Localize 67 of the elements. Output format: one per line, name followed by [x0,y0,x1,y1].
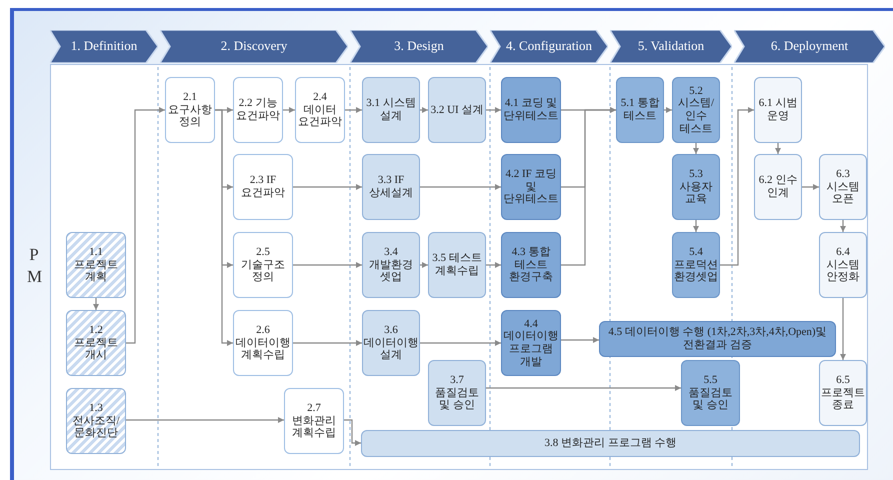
process-box: 6.4 시스템 안정화 [819,232,867,298]
arrow [420,262,428,268]
arrow [345,107,362,113]
phase-banner: 6. Deployment [734,30,885,63]
arrow [486,107,501,113]
process-box: 2.5 기술구조 정의 [233,232,293,298]
process-box: 3.8 변화관리 프로그램 수행 [361,430,860,457]
arrow [126,107,165,344]
process-box: 6.1 시범 운영 [754,77,802,143]
process-box: 3.1 시스템 설계 [362,77,420,143]
arrow [293,184,362,190]
process-box: 3.3 IF 상세설계 [362,154,420,220]
process-box: 6.5 프로젝트 종료 [819,360,867,426]
arrow [664,107,672,113]
process-box: 5.2 시스템/ 인수 테스트 [672,77,720,143]
process-box: 2.6 데이터이행 계획수립 [233,310,293,376]
arrow [344,419,361,446]
process-box: 3.5 테스트 계획수립 [428,232,486,298]
process-box: 1.1 프로젝트 계획 [66,232,126,298]
arrow [283,107,295,113]
process-box: 3.7 품질검토 및 승인 [428,360,486,426]
process-box: 5.4 프로덕션 환경셋업 [672,232,720,298]
process-box: 2.7 변화관리 계획수립 [284,388,344,454]
process-box: 5.1 통합 테스트 [616,77,664,143]
arrow [693,143,699,154]
arrow [293,262,362,268]
role-label: PM [27,244,41,288]
phase-banner: 4. Configuration [490,30,608,63]
arrow [126,417,284,423]
process-box: 1.2 프로젝트 개시 [66,310,126,376]
phase-banner: 1. Definition [50,30,158,63]
process-box: 3.2 UI 설계 [428,77,486,143]
arrow [486,385,681,391]
arrow [93,298,99,310]
arrow [561,337,599,343]
arrow [561,107,616,266]
arrow [802,184,819,190]
process-box: 4.4 데이터이행 프로그램 개발 [501,310,561,376]
arrow [486,262,501,268]
arrow [720,107,754,266]
process-box: 5.5 품질검토 및 승인 [681,360,740,426]
process-box: 6.2 인수 인계 [754,154,802,220]
phase-banner: 5. Validation [610,30,732,63]
process-box: 2.2 기능 요건파악 [233,77,283,143]
arrow [420,340,501,346]
process-box: 2.4 데이터 요건파악 [295,77,345,143]
arrow [420,107,428,113]
phase-banner: 3. Design [350,30,488,63]
process-box: 4.1 코딩 및 단위테스트 [501,77,561,143]
arrow [293,340,362,346]
process-box: 4.3 통합 테스트 환경구축 [501,232,561,298]
process-box: 2.1 요구사항 정의 [165,77,215,143]
arrow [420,184,501,190]
arrow [215,109,233,346]
arrow [840,220,846,232]
process-box: 4.2 IF 코딩 및 단위테스트 [501,154,561,220]
process-box: 3.4 개발환경 셋업 [362,232,420,298]
process-box: 1.3 전사조직/ 문화진단 [66,388,126,454]
arrow [693,220,699,232]
process-box: 4.5 데이터이행 수행 (1차,2차,3차,4차,Open)및 전환결과 검증 [599,321,836,357]
phase-banner: 2. Discovery [160,30,348,63]
arrow [775,143,781,154]
process-box: 3.6 데이터이행 설계 [362,310,420,376]
process-box: 5.3 사용자 교육 [672,154,720,220]
process-box: 6.3 시스템 오픈 [819,154,867,220]
arrow [840,298,846,360]
process-box: 2.3 IF 요건파악 [233,154,293,220]
